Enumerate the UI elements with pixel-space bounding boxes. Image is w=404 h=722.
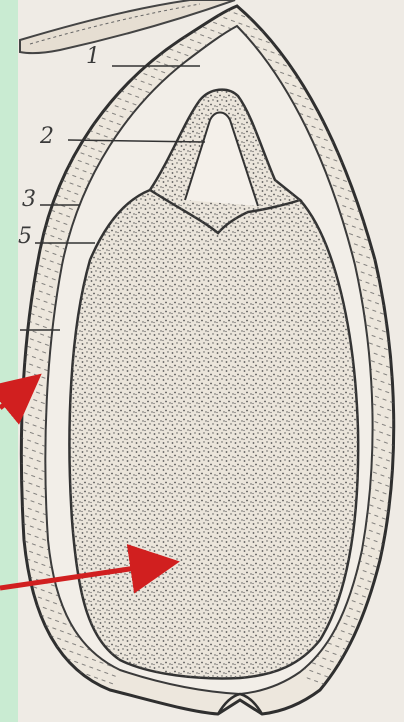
- label-3: 3: [22, 189, 36, 211]
- label-2: 2: [40, 126, 54, 148]
- label-1: 1: [86, 46, 100, 68]
- label-5: 5: [18, 226, 32, 248]
